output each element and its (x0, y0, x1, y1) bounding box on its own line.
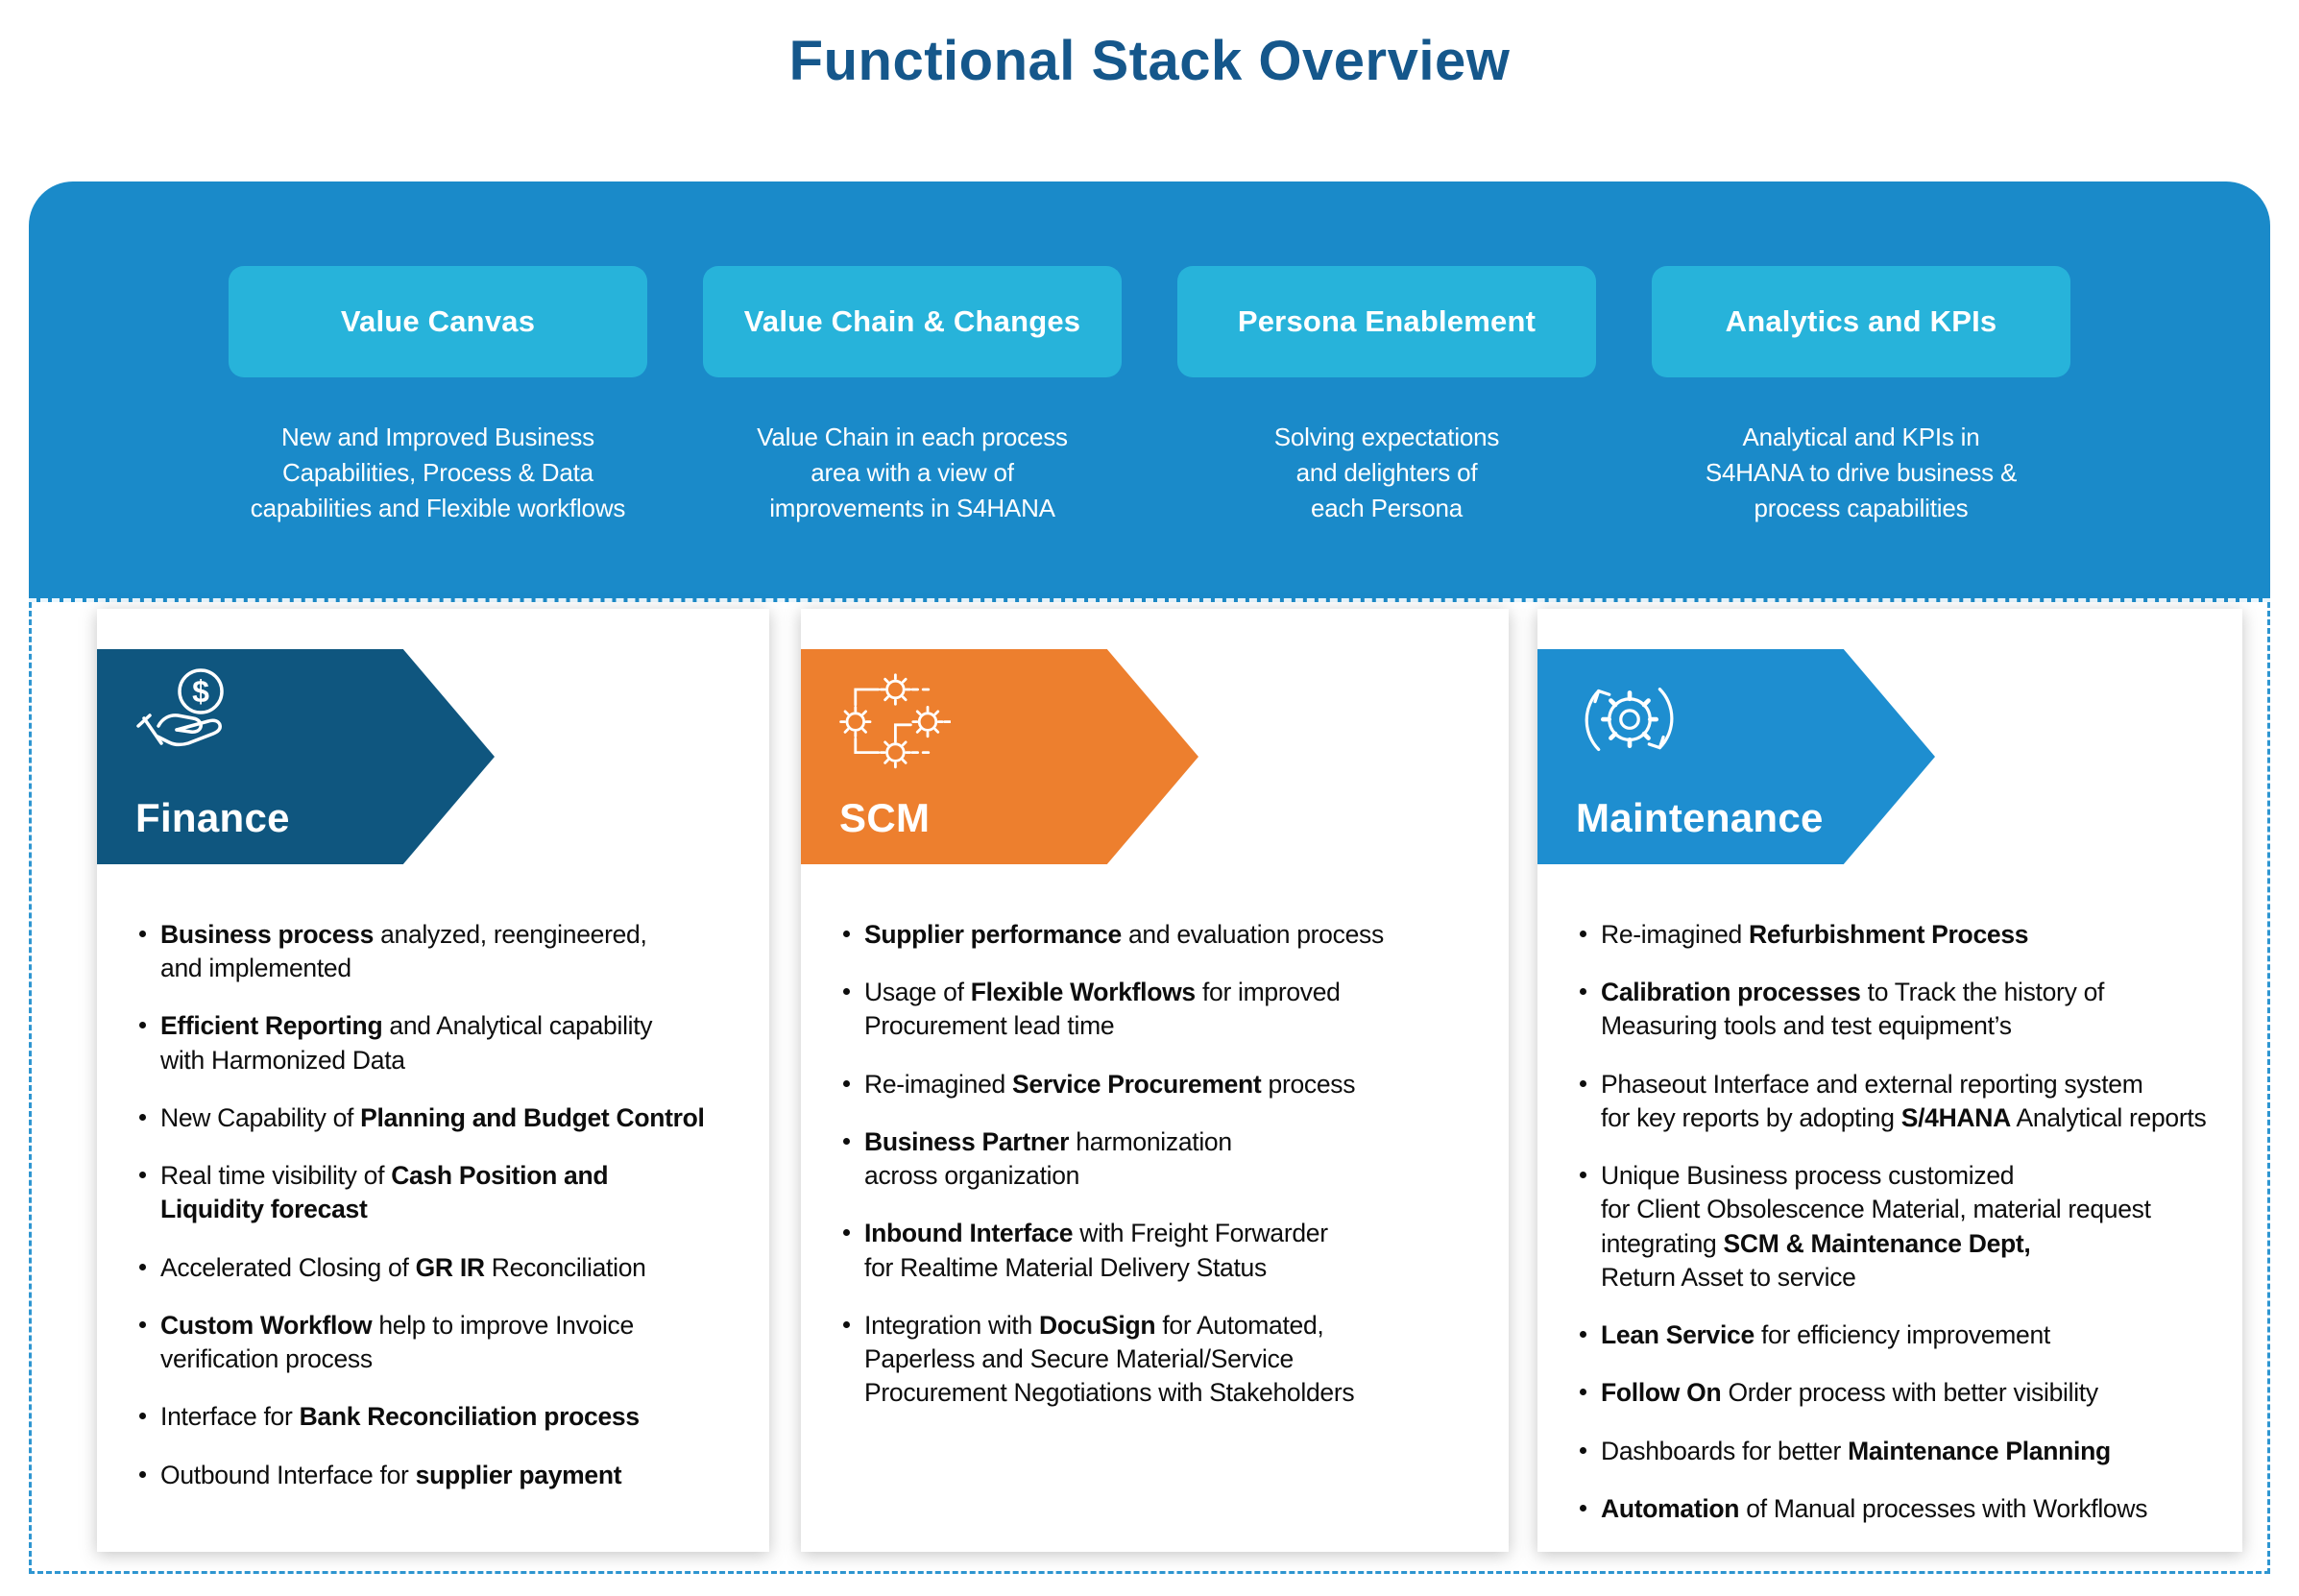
gear-refresh-icon (1572, 663, 1687, 778)
scm-label: SCM (839, 795, 931, 840)
bullet-item: Business Partner harmonization across or… (843, 1125, 1491, 1193)
pillar-analytics-kpis: Analytics and KPIs Analytical and KPIs i… (1652, 266, 2070, 527)
maintenance-label: Maintenance (1576, 795, 1824, 840)
bullet-item: Calibration processes to Track the histo… (1580, 976, 2225, 1043)
scm-card: SCM Supplier performance and evaluation … (801, 609, 1509, 1552)
finance-label: Finance (135, 795, 290, 840)
maintenance-banner: Maintenance (1537, 649, 1935, 864)
svg-text:$: $ (192, 674, 209, 709)
bullet-item: Phaseout Interface and external reportin… (1580, 1068, 2225, 1135)
pillar-value-chain-changes: Value Chain & Changes Value Chain in eac… (703, 266, 1122, 527)
bullet-item: Integration with DocuSign for Automated,… (843, 1309, 1491, 1411)
finance-banner: $ Finance (97, 649, 495, 864)
scm-bullet-list: Supplier performance and evaluation proc… (801, 918, 1509, 1435)
bullet-item: Unique Business process customized for C… (1580, 1159, 2225, 1294)
pillar-button-value-canvas: Value Canvas (229, 266, 647, 377)
bullet-item: Lean Service for efficiency improvement (1580, 1318, 2225, 1352)
bullet-item: Real time visibility of Cash Position an… (139, 1159, 752, 1226)
bullet-item: Re-imagined Refurbishment Process (1580, 918, 2225, 952)
pillar-persona-enablement: Persona Enablement Solving expectations … (1177, 266, 1596, 527)
bullet-item: Efficient Reporting and Analytical capab… (139, 1009, 752, 1076)
bullet-item: Re-imagined Service Procurement process (843, 1068, 1491, 1101)
bullet-item: New Capability of Planning and Budget Co… (139, 1101, 752, 1135)
pillar-description: Solving expectations and delighters of e… (1273, 423, 1500, 523)
maintenance-card: Maintenance Re-imagined Refurbishment Pr… (1537, 609, 2242, 1552)
bullet-item: Dashboards for better Maintenance Planni… (1580, 1435, 2225, 1468)
bullet-item: Supplier performance and evaluation proc… (843, 918, 1491, 952)
hand-coin-icon: $ (132, 663, 247, 778)
finance-bullet-list: Business process analyzed, reengineered,… (97, 918, 769, 1516)
bullet-item: Accelerated Closing of GR IR Reconciliat… (139, 1251, 752, 1285)
bullet-item: Usage of Flexible Workflows for improved… (843, 976, 1491, 1043)
bullet-item: Business process analyzed, reengineered,… (139, 918, 752, 985)
bullet-item: Custom Workflow help to improve Invoice … (139, 1309, 752, 1376)
pillar-button-analytics-kpis: Analytics and KPIs (1652, 266, 2070, 377)
finance-card: $ Finance Business process analyzed, ree… (97, 609, 769, 1552)
page-title: Functional Stack Overview (788, 30, 1511, 92)
pillar-button-persona-enablement: Persona Enablement (1177, 266, 1596, 377)
bullet-item: Inbound Interface with Freight Forwarder… (843, 1217, 1491, 1284)
pillar-description: Analytical and KPIs in S4HANA to drive b… (1705, 423, 2018, 523)
scm-banner: SCM (801, 649, 1198, 864)
pillars-row: Value Canvas New and Improved Business C… (229, 266, 2070, 527)
bullet-item: Follow On Order process with better visi… (1580, 1376, 2225, 1410)
bullet-item: Interface for Bank Reconciliation proces… (139, 1400, 752, 1434)
pillar-value-canvas: Value Canvas New and Improved Business C… (229, 266, 647, 527)
top-band: Value Canvas New and Improved Business C… (29, 181, 2270, 602)
process-gears-icon (835, 663, 953, 778)
bullet-item: Automation of Manual processes with Work… (1580, 1492, 2225, 1526)
pillar-description: Value Chain in each process area with a … (757, 423, 1068, 523)
pillar-description: New and Improved Business Capabilities, … (250, 423, 626, 523)
bullet-item: Outbound Interface for supplier payment (139, 1459, 752, 1492)
dashed-content-area: $ Finance Business process analyzed, ree… (29, 602, 2270, 1574)
pillar-button-value-chain-changes: Value Chain & Changes (703, 266, 1122, 377)
